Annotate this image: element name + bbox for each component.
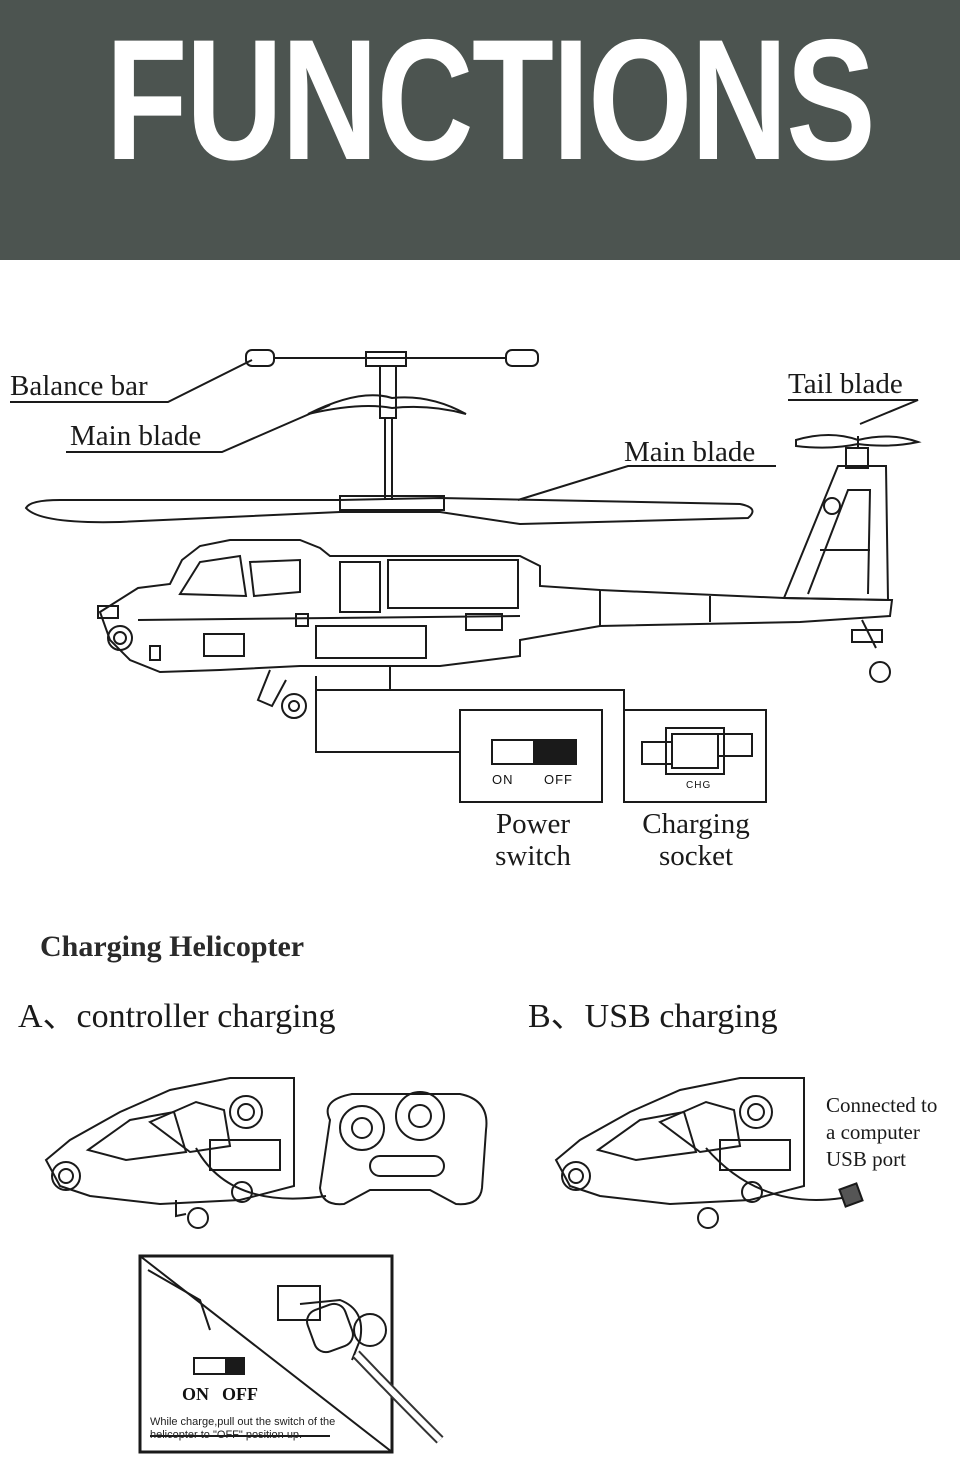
label-power-switch-2: switch (495, 840, 571, 872)
socket-chg-label: CHG (686, 780, 712, 791)
leader-main-blade-lower (517, 465, 776, 501)
usb-note-line: USB port (826, 1147, 906, 1171)
usb-note-line: Connected to (826, 1093, 938, 1117)
leader-balance-bar (10, 359, 253, 403)
balance-bar (245, 349, 539, 367)
callout-line-socket (316, 689, 625, 710)
tail-fin (782, 434, 922, 683)
usb-charging-illustration (554, 1077, 864, 1229)
label-main-blade-lower: Main blade (624, 436, 756, 468)
label-power-switch-1: Power (495, 808, 571, 840)
label-charging-socket-2: socket (658, 840, 734, 872)
lower-main-blade (24, 496, 754, 526)
usb-note: Connected to a computer USB port (826, 1092, 937, 1173)
leader-main-blade-upper (66, 404, 331, 453)
controller-charging-illustration (44, 1077, 488, 1229)
inset-note: While charge,pull out the switch of the … (150, 1416, 336, 1441)
label-charging-socket-1: Charging (642, 808, 750, 840)
inset-off-label: OFF (222, 1384, 258, 1404)
leader-tail-blade (788, 399, 919, 425)
section-title-charging: Charging Helicopter (40, 930, 305, 963)
header-banner: FUNCTIONS (0, 0, 960, 260)
power-switch-box (459, 709, 603, 803)
landing-gear (256, 666, 391, 719)
inset-on-label: ON (182, 1384, 209, 1404)
fuselage (97, 539, 894, 674)
label-tail-blade: Tail blade (788, 368, 903, 400)
callout-line-switch (315, 676, 460, 753)
charging-socket-box (623, 709, 767, 803)
method-b-label: B、USB charging (528, 998, 778, 1035)
charging-inset (138, 1254, 444, 1454)
label-main-blade-upper: Main blade (70, 420, 202, 452)
upper-main-blade (307, 394, 467, 415)
switch-on-label: ON (492, 772, 514, 787)
usb-note-line: a computer (826, 1120, 920, 1144)
label-balance-bar: Balance bar (10, 370, 148, 402)
switch-off-label: OFF (544, 772, 573, 787)
method-a-label: A、controller charging (18, 998, 336, 1035)
page-title: FUNCTIONS (105, 4, 876, 196)
